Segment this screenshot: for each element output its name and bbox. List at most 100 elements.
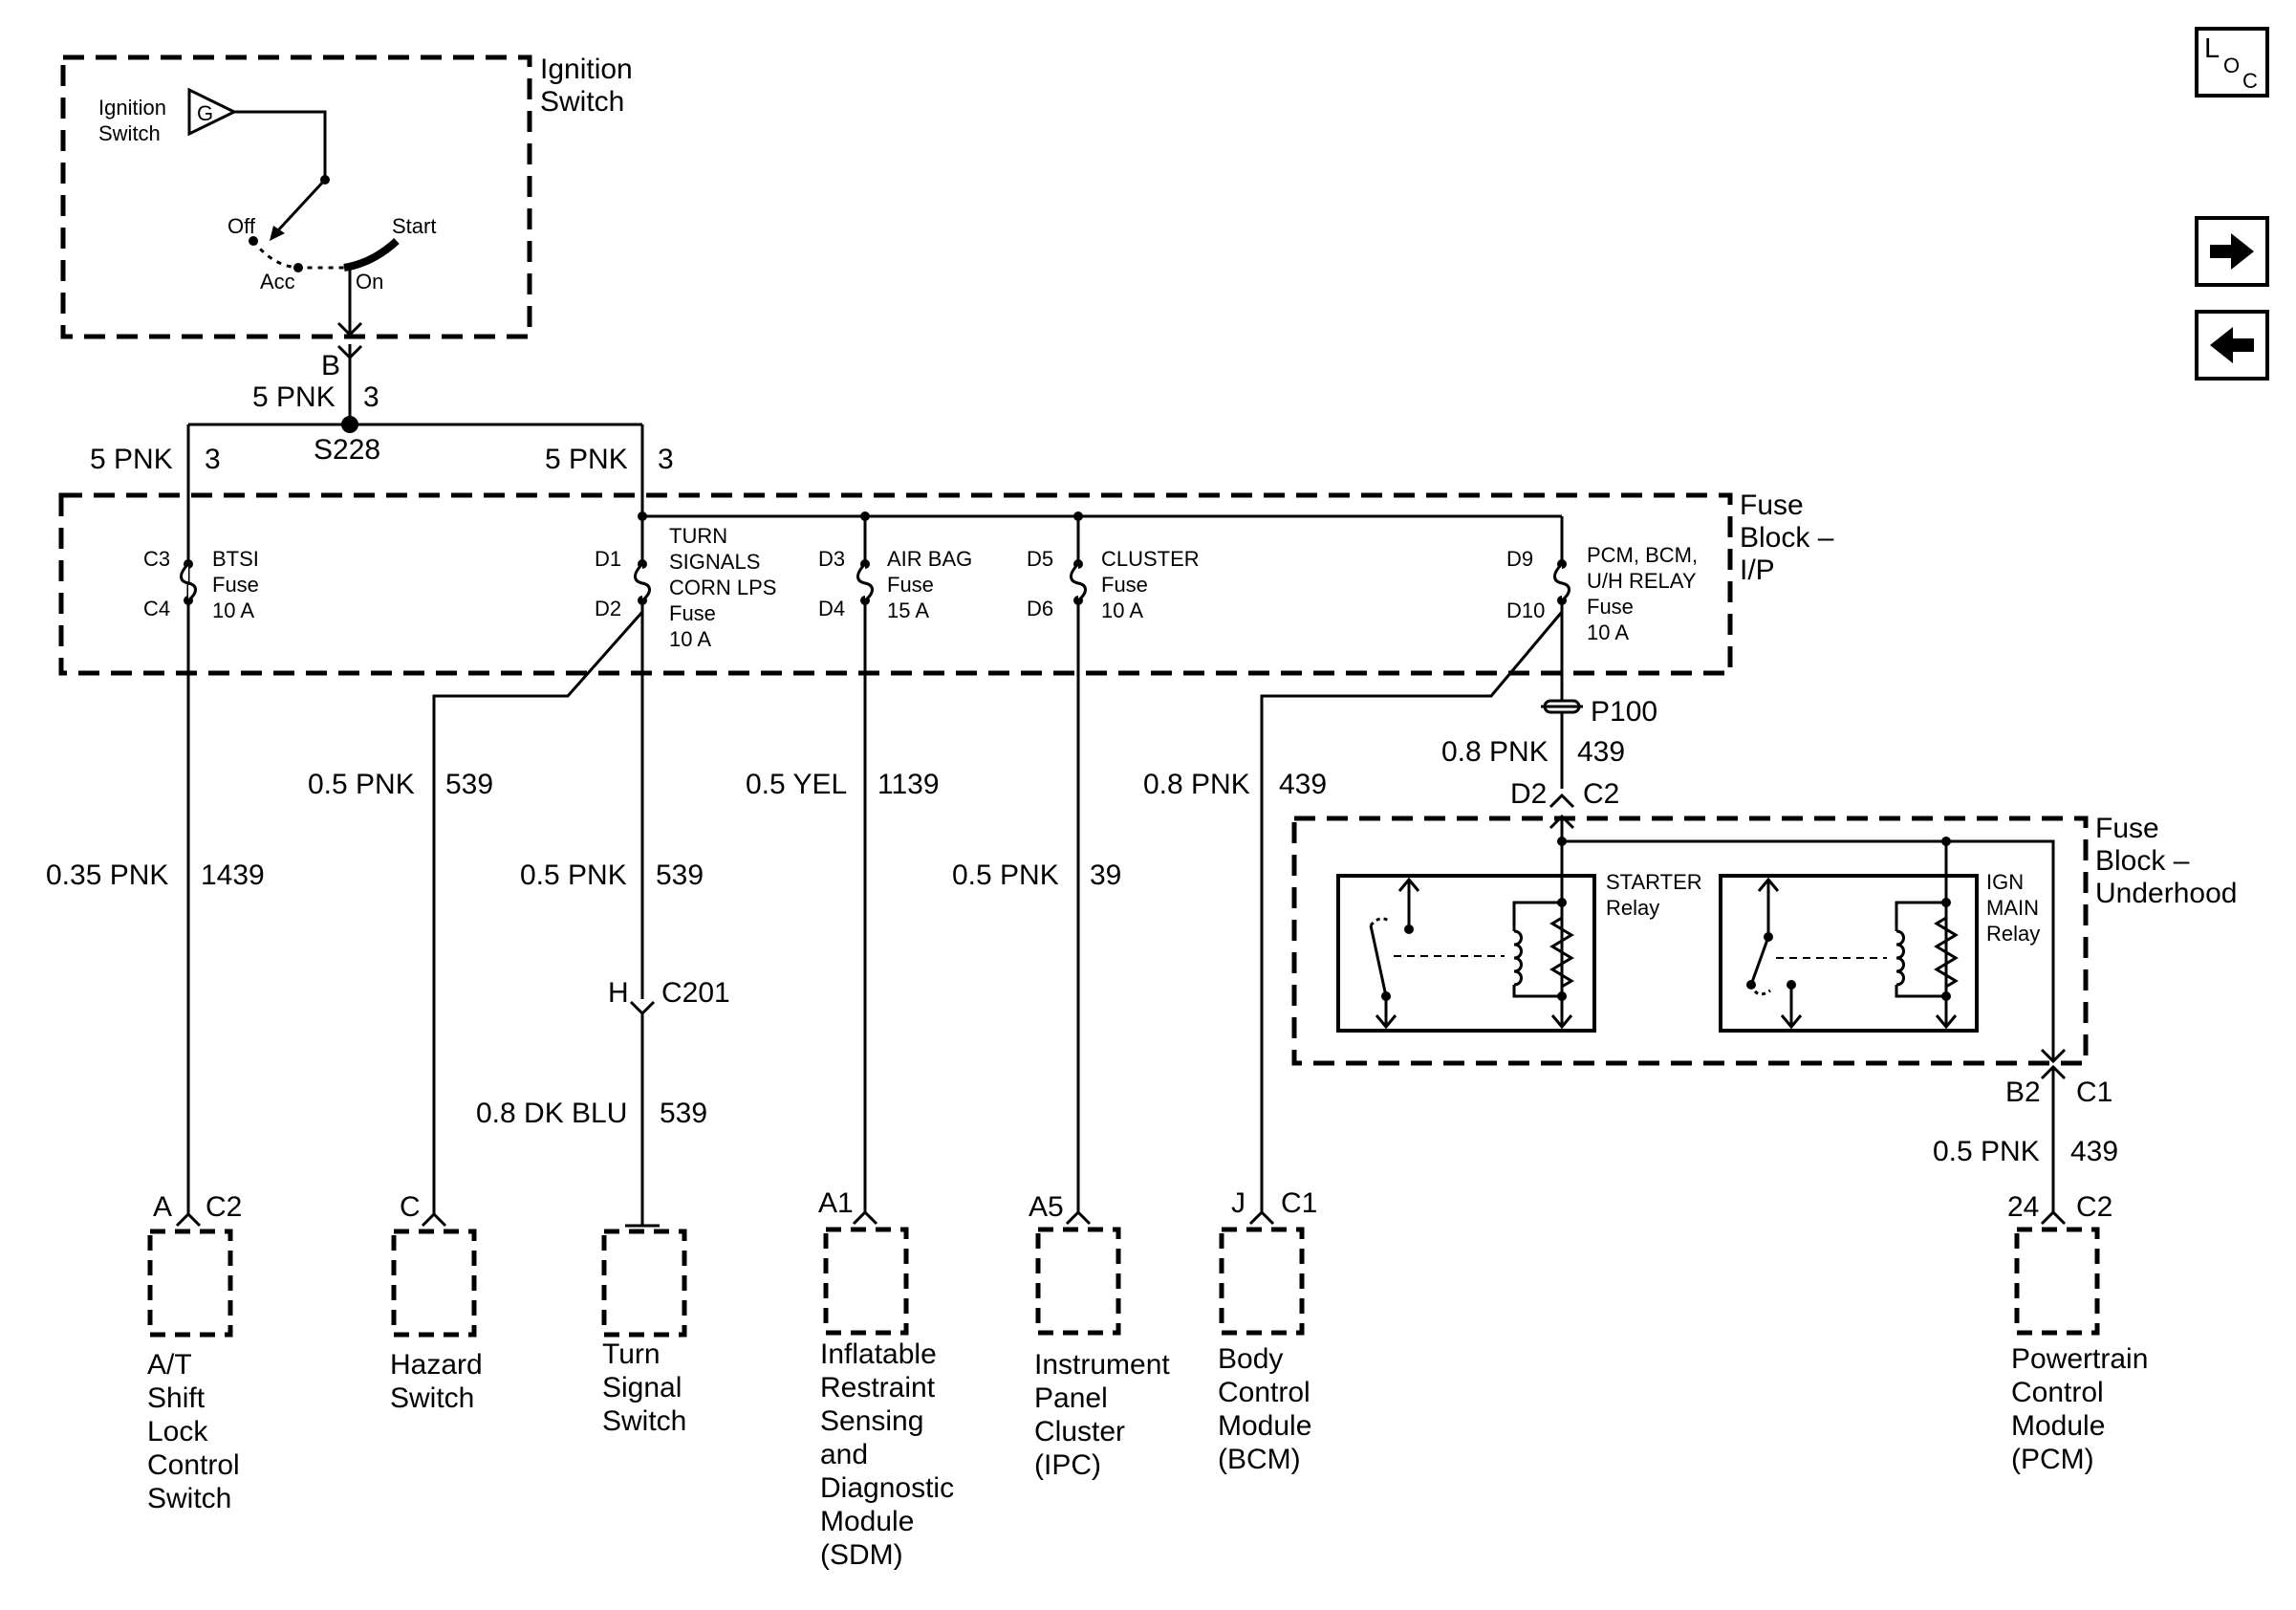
fuse-name: CORN LPS <box>669 576 776 599</box>
component-pin: C <box>400 1191 421 1223</box>
connector-symbol <box>1248 1209 1275 1226</box>
fuse-block-ip-title-1: Fuse <box>1740 490 1804 521</box>
arrow-up-icon <box>1397 877 1420 892</box>
connector-p100: P100 <box>1541 696 1657 728</box>
fuse-icon <box>1553 562 1570 602</box>
component-name: Powertrain <box>2011 1343 2148 1375</box>
fuse-out-pin: D2 <box>595 597 621 620</box>
fuse-name: SIGNALS <box>669 550 760 574</box>
fuse-cluster: D5 D6 CLUSTER Fuse 10 A <box>1027 516 1200 1212</box>
component-box <box>601 1229 687 1338</box>
component-pin: 24 <box>2007 1191 2039 1223</box>
wire-circuit: 1439 <box>201 859 265 891</box>
component-name: (BCM) <box>1218 1444 1301 1475</box>
fuse-in-pin: D3 <box>818 547 845 571</box>
fuse-name: Fuse <box>669 601 716 625</box>
fuse-pcm-bcm-uh-relay: D9 D10 PCM, BCM, U/H RELAY Fuse 10 A <box>1260 516 1698 1212</box>
arrow-down-icon <box>1780 1014 1803 1030</box>
switch-travel-path <box>251 240 344 270</box>
component-hazard-switch: C Hazard Switch <box>390 1191 483 1414</box>
component-sdm: A1 Inflatable Restraint Sensing and Diag… <box>818 1187 954 1571</box>
fuse-block-ip-box <box>58 492 1733 676</box>
components: A C2 A/T Shift Lock Control Switch C Haz… <box>147 1187 2148 1571</box>
component-at-shift-lock: A C2 A/T Shift Lock Control Switch <box>147 1191 242 1514</box>
connector-symbol <box>1549 793 1575 809</box>
component-name: Control <box>1218 1377 1310 1408</box>
fuse-rating: 10 A <box>1587 620 1629 644</box>
component-name: and <box>820 1439 868 1470</box>
wire <box>1895 985 1946 998</box>
connector-symbol <box>2040 1048 2067 1064</box>
right-bus-circuit: 3 <box>658 444 674 475</box>
fuse-block-underhood: D2 C2 Fuse Block – Underhood STARTER Rel… <box>1291 778 2237 1212</box>
fuse-turn-signals: D1 D2 TURN SIGNALS CORN LPS Fuse 10 A <box>432 516 776 1214</box>
connector-symbol <box>175 1211 202 1228</box>
uh-title-2: Block – <box>2095 845 2190 877</box>
component-pin: A5 <box>1029 1191 1064 1223</box>
relay-name: STARTER <box>1606 870 1702 894</box>
component-name: Turn <box>602 1338 661 1370</box>
connector-symbol <box>1065 1209 1092 1226</box>
component-conn: C2 <box>206 1191 242 1223</box>
wire-circuit: 1139 <box>877 769 940 800</box>
ground-triangle-icon: G <box>187 87 238 137</box>
uh-out-conn: C1 <box>2076 1077 2112 1108</box>
connector-symbol <box>421 1211 447 1228</box>
connector-b-label: B <box>321 350 340 381</box>
connector-symbol <box>2040 1209 2067 1226</box>
wire-circuit: 439 <box>2070 1136 2118 1167</box>
component-name: A/T <box>147 1349 192 1381</box>
wire-circuit: 439 <box>1279 769 1327 800</box>
travel-path <box>1369 917 1391 926</box>
ignition-switch-box <box>60 54 532 339</box>
fuse-block-ip: Fuse Block – I/P C3 C4 BTSI Fuse 10 A D1 <box>58 490 1834 1214</box>
uh-in-conn: C2 <box>1583 778 1619 810</box>
wire-label: 0.5 PNK <box>952 859 1059 891</box>
component-name: Panel <box>1034 1382 1108 1414</box>
arrow-down-icon <box>1375 1014 1397 1030</box>
relay-name: Relay <box>1606 896 1659 920</box>
component-name: Restraint <box>820 1372 936 1403</box>
previous-page-button[interactable] <box>2195 310 2269 381</box>
ignition-feed-wire <box>234 110 327 180</box>
wire-label: 0.35 PNK <box>46 859 168 891</box>
p100-label: P100 <box>1591 696 1657 728</box>
coil-icon <box>1895 929 1905 987</box>
wire-label: 0.8 DK BLU <box>476 1098 627 1129</box>
loc-letter-l: L <box>2204 33 2220 64</box>
fuse-icon <box>1070 562 1087 602</box>
pos-acc: Acc <box>260 270 295 294</box>
travel-path <box>1749 984 1771 996</box>
next-page-button[interactable] <box>2195 216 2269 287</box>
component-name: Module <box>1218 1410 1311 1442</box>
fuse-btsi: C3 C4 BTSI Fuse 10 A <box>143 547 259 1214</box>
fuse-rating: 10 A <box>212 598 254 622</box>
fuse-rating: 10 A <box>669 627 711 651</box>
ign-wire-circuit: 3 <box>363 381 379 413</box>
component-name: Sensing <box>820 1405 923 1437</box>
component-pin: A <box>153 1191 172 1223</box>
component-ipc: A5 Instrument Panel Cluster (IPC) <box>1029 1191 1170 1481</box>
fuse-in-pin: D1 <box>595 547 621 571</box>
splice-id: S228 <box>314 434 380 466</box>
component-name: Signal <box>602 1372 682 1403</box>
fuse-name: Fuse <box>1587 595 1634 619</box>
uh-title-3: Underhood <box>2095 878 2237 909</box>
contact <box>1404 925 1414 934</box>
uh-output-wire <box>1946 839 2055 1059</box>
output-arrow-icon <box>336 321 363 337</box>
wire <box>1512 901 1562 931</box>
location-button[interactable]: L O C <box>2195 27 2269 98</box>
relay-box <box>1336 874 1596 1033</box>
ign-wire-label: 5 PNK <box>252 381 336 413</box>
fuse-block-ip-title-3: I/P <box>1740 555 1775 586</box>
wire <box>1895 901 1946 931</box>
wire-circuit: 539 <box>660 1098 707 1129</box>
component-box <box>147 1229 233 1338</box>
component-box <box>1219 1227 1305 1336</box>
fuse-block-underhood-box <box>1291 816 2089 1066</box>
fuse-in-pin: C3 <box>143 547 170 571</box>
wire-circuit: 539 <box>445 769 493 800</box>
fuse-name: TURN <box>669 524 727 548</box>
component-name: Switch <box>390 1382 474 1414</box>
